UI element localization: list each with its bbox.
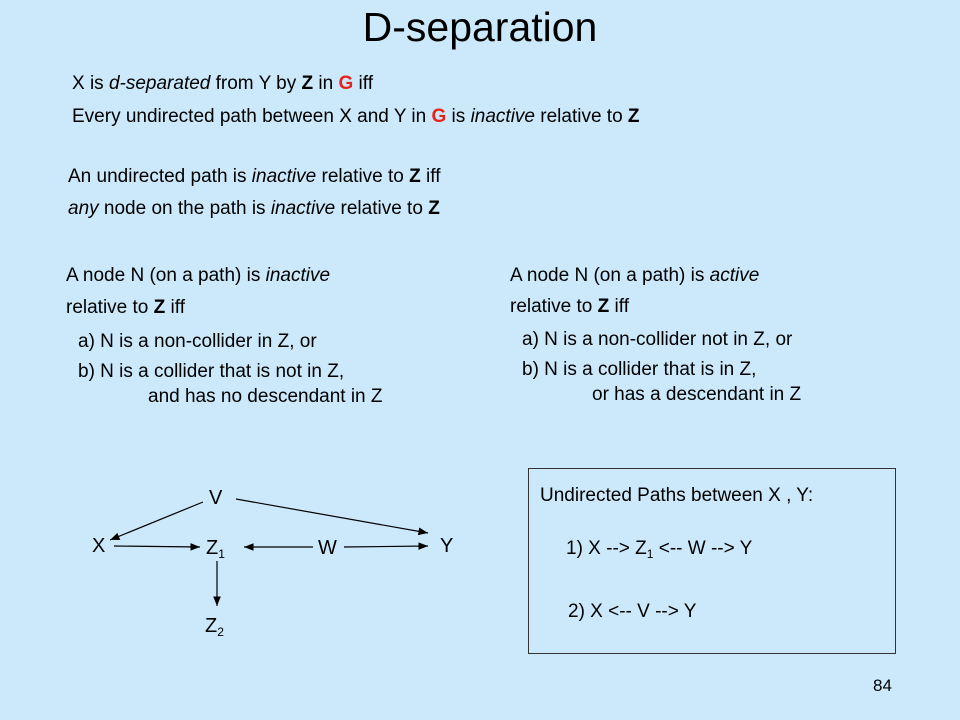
node-x: X	[92, 535, 106, 557]
path-2: 2) X <-- V --> Y	[568, 601, 697, 622]
active-heading-line-2: relative to Z iff	[510, 296, 629, 318]
text: is	[446, 106, 471, 127]
term-d-separated: d-separated	[108, 73, 211, 94]
symbol-z: Z	[301, 73, 314, 94]
definition-line-2: Every undirected path between X and Y in…	[72, 106, 640, 128]
text: relative to	[335, 198, 429, 219]
text: from Y by	[210, 73, 302, 94]
path-1-end: <-- W --> Y	[653, 538, 753, 559]
paths-box	[528, 468, 896, 654]
path-definition-line-1: An undirected path is inactive relative …	[68, 166, 440, 188]
path-1-start: 1) X --> Z	[566, 538, 647, 559]
text: X is	[72, 73, 109, 94]
text: relative to	[510, 296, 598, 317]
text: relative to	[534, 106, 628, 127]
paths-box-title: Undirected Paths between X , Y:	[540, 485, 814, 506]
node-z2-label: Z	[205, 615, 218, 637]
active-rule-a: a) N is a non-collider not in Z, or	[522, 329, 793, 350]
active-rule-b-continued: or has a descendant in Z	[592, 384, 802, 405]
node-y: Y	[440, 535, 454, 557]
term-inactive: inactive	[251, 166, 317, 187]
text: iff	[353, 73, 373, 94]
symbol-z: Z	[153, 297, 166, 318]
inactive-rule-a: a) N is a non-collider in Z, or	[78, 331, 317, 352]
symbol-z: Z	[627, 106, 640, 127]
node-w: W	[318, 537, 337, 559]
edge-v-to-x	[109, 501, 204, 541]
edge-v-to-y	[235, 498, 429, 536]
page-number: 84	[873, 676, 892, 695]
inactive-heading-line-1: A node N (on a path) is inactive	[66, 265, 330, 287]
node-z2-subscript: 2	[217, 625, 224, 639]
symbol-g: G	[431, 106, 447, 127]
path-definition-line-2: any node on the path is inactive relativ…	[68, 198, 440, 220]
term-inactive: inactive	[265, 265, 331, 286]
text: relative to	[316, 166, 410, 187]
inactive-heading-line-2: relative to Z iff	[66, 297, 185, 319]
text: A node N (on a path) is	[510, 265, 710, 286]
text: node on the path is	[98, 198, 271, 219]
node-v: V	[209, 487, 223, 509]
node-z1-subscript: 1	[218, 547, 225, 561]
symbol-z: Z	[597, 296, 610, 317]
inactive-rule-b-continued: and has no descendant in Z	[148, 386, 383, 407]
node-z2: Z2	[205, 615, 224, 639]
definition-line-1: X is d-separated from Y by Z in G iff	[72, 73, 373, 95]
inactive-rule-b: b) N is a collider that is not in Z,	[78, 361, 345, 382]
edge-w-to-y	[343, 542, 429, 550]
text: iff	[609, 296, 629, 317]
term-any: any	[68, 198, 99, 219]
symbol-z: Z	[409, 166, 421, 187]
path-1-subscript: 1	[646, 547, 654, 561]
term-inactive: inactive	[470, 106, 535, 127]
active-rule-b: b) N is a collider that is in Z,	[522, 359, 757, 380]
page-title: D-separation	[362, 4, 598, 50]
symbol-g: G	[338, 73, 354, 94]
text: A node N (on a path) is	[66, 265, 266, 286]
path-1: 1) X --> Z1 <-- W --> Y	[566, 538, 752, 561]
node-z1-label: Z	[206, 537, 219, 559]
text: An undirected path is	[68, 166, 252, 187]
term-active: active	[709, 265, 760, 286]
term-inactive: inactive	[270, 198, 336, 219]
text: Every undirected path between X and Y in	[72, 106, 432, 127]
text: iff	[165, 297, 185, 318]
text: in	[313, 73, 339, 94]
text: iff	[420, 166, 441, 187]
node-z1: Z1	[206, 537, 225, 561]
symbol-z: Z	[428, 198, 440, 219]
active-heading-line-1: A node N (on a path) is active	[510, 265, 759, 287]
text: relative to	[66, 297, 154, 318]
edge-x-to-z1	[113, 543, 201, 551]
